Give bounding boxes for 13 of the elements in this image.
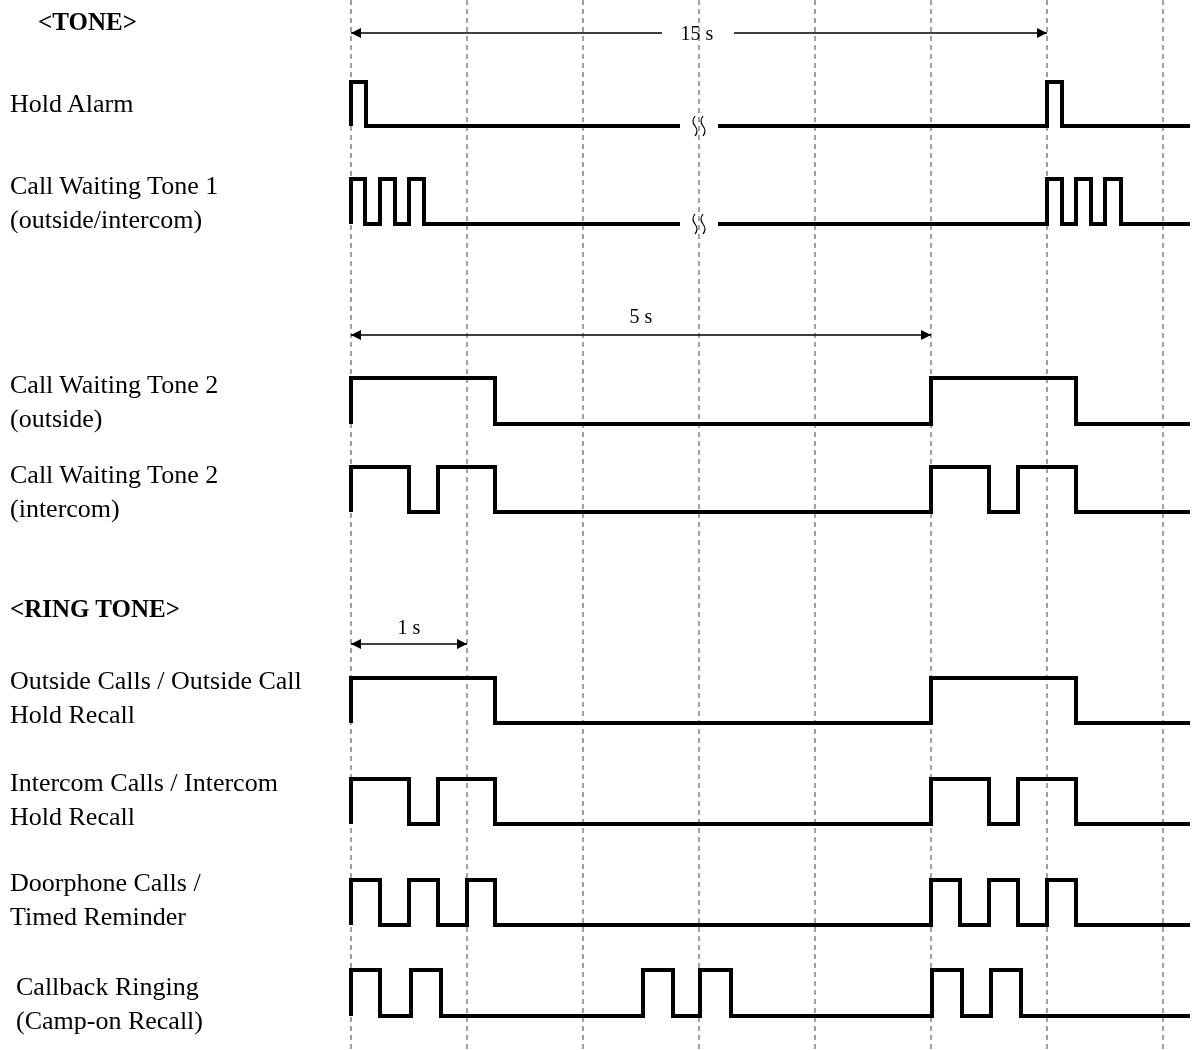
- signal-name: Callback Ringing (Camp-on Recall): [16, 971, 204, 1037]
- dimension-label: 1 s: [397, 615, 421, 639]
- signal-name: Hold Alarm: [10, 88, 135, 120]
- signal-name: Outside Calls / Outside Call Hold Recall: [10, 665, 303, 731]
- signal-name: Intercom Calls / Intercom Hold Recall: [10, 767, 279, 833]
- dimension-label: 5 s: [629, 304, 653, 328]
- dimension-label: 15 s: [680, 21, 714, 45]
- signal-name: Doorphone Calls / Timed Reminder: [10, 867, 202, 933]
- signal-name: Call Waiting Tone 1 (outside/intercom): [10, 170, 220, 236]
- signal-name: Call Waiting Tone 2 (outside): [10, 369, 220, 435]
- signal-name: Call Waiting Tone 2 (intercom): [10, 459, 220, 525]
- section-heading: <TONE>: [38, 7, 137, 37]
- section-heading: <RING TONE>: [10, 594, 180, 624]
